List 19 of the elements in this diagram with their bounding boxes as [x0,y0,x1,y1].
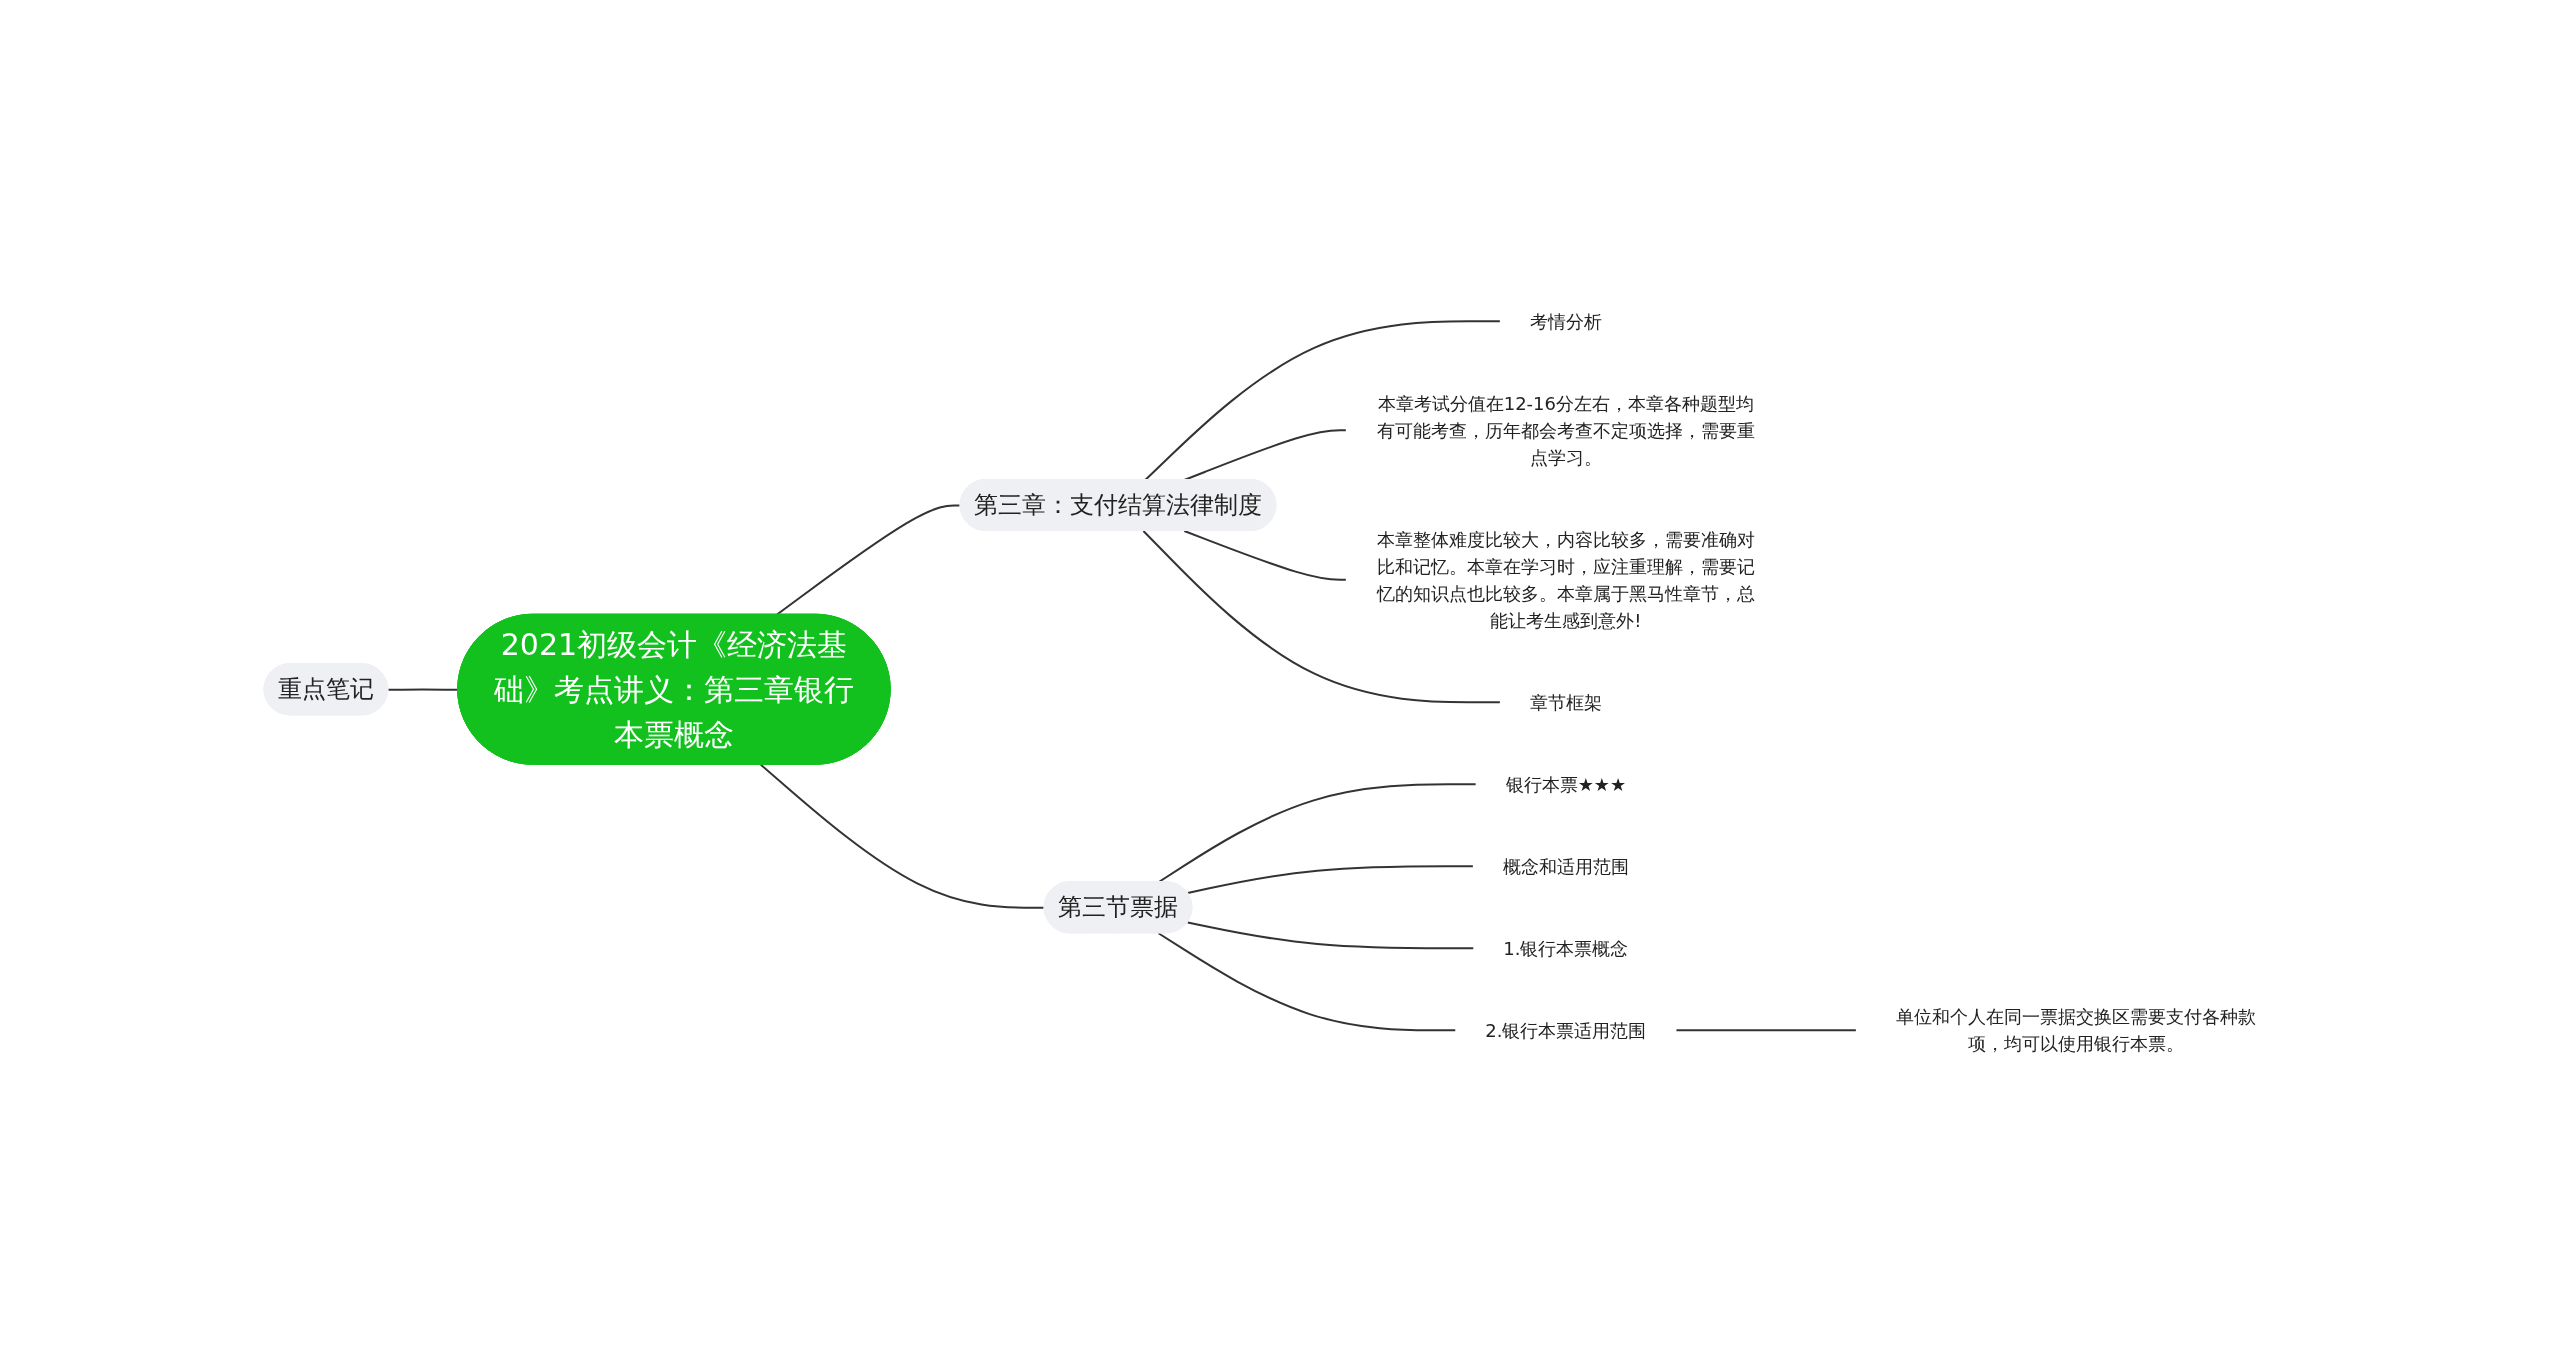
connector [1186,865,1474,895]
connector [759,763,1046,909]
connector [1183,429,1347,481]
connector [1144,320,1501,481]
node-text: 章节框架 [1529,691,1602,713]
connector [1675,1029,1857,1032]
connector [775,504,962,616]
node-text: 1.银行本票概念 [1503,937,1629,959]
connector [1183,530,1347,581]
connector [1142,530,1501,704]
node-text: 本章整体难度比较大，内容比较多，需要准确对比和记忆。本章在学习时，应注重理解，需要记忆的知识点也比较多。本章属于黑马性章节，总能让考生感到意外! [1376,528,1755,631]
connector [1157,932,1457,1032]
node-text: 本章考试分值在12-16分左右，本章各种题型均有可能考查，历年都会考查不定项选择，需要重点学习。 [1376,392,1755,468]
node-text: 概念和适用范围 [1502,855,1629,877]
node-text: 银行本票★★★ [1505,773,1627,795]
node-text: 单位和个人在同一票据交换区需要支付各种款项，均可以使用银行本票。 [1895,1006,2256,1055]
node-text: 考情分析 [1529,310,1602,332]
connector [1186,921,1475,950]
node-text: 2.银行本票适用范围 [1485,1019,1647,1041]
